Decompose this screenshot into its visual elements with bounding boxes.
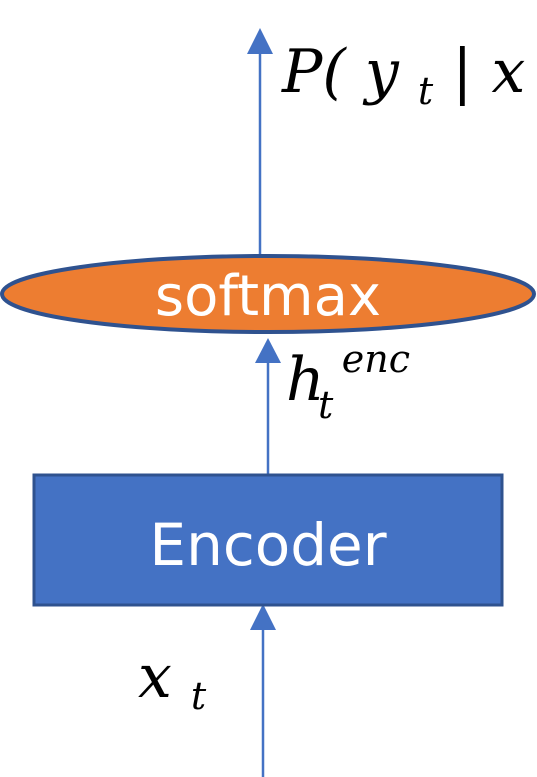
input-label: x t [138, 642, 207, 718]
output-probability-label: P( y t | x t ) [281, 37, 537, 119]
hidden-state-label: h enc [286, 337, 410, 415]
encoder-label: Encoder [149, 511, 386, 579]
encoder-box [32, 473, 504, 607]
softmax-node: softmax [0, 254, 536, 334]
softmax-label: softmax [155, 264, 381, 329]
hidden-state-subscript: t [318, 383, 334, 427]
input-arrow [250, 604, 276, 777]
hidden-arrow [255, 338, 281, 474]
softmax-ellipse [0, 254, 536, 334]
output-arrow [247, 28, 273, 262]
encoder-node: Encoder [32, 473, 504, 607]
